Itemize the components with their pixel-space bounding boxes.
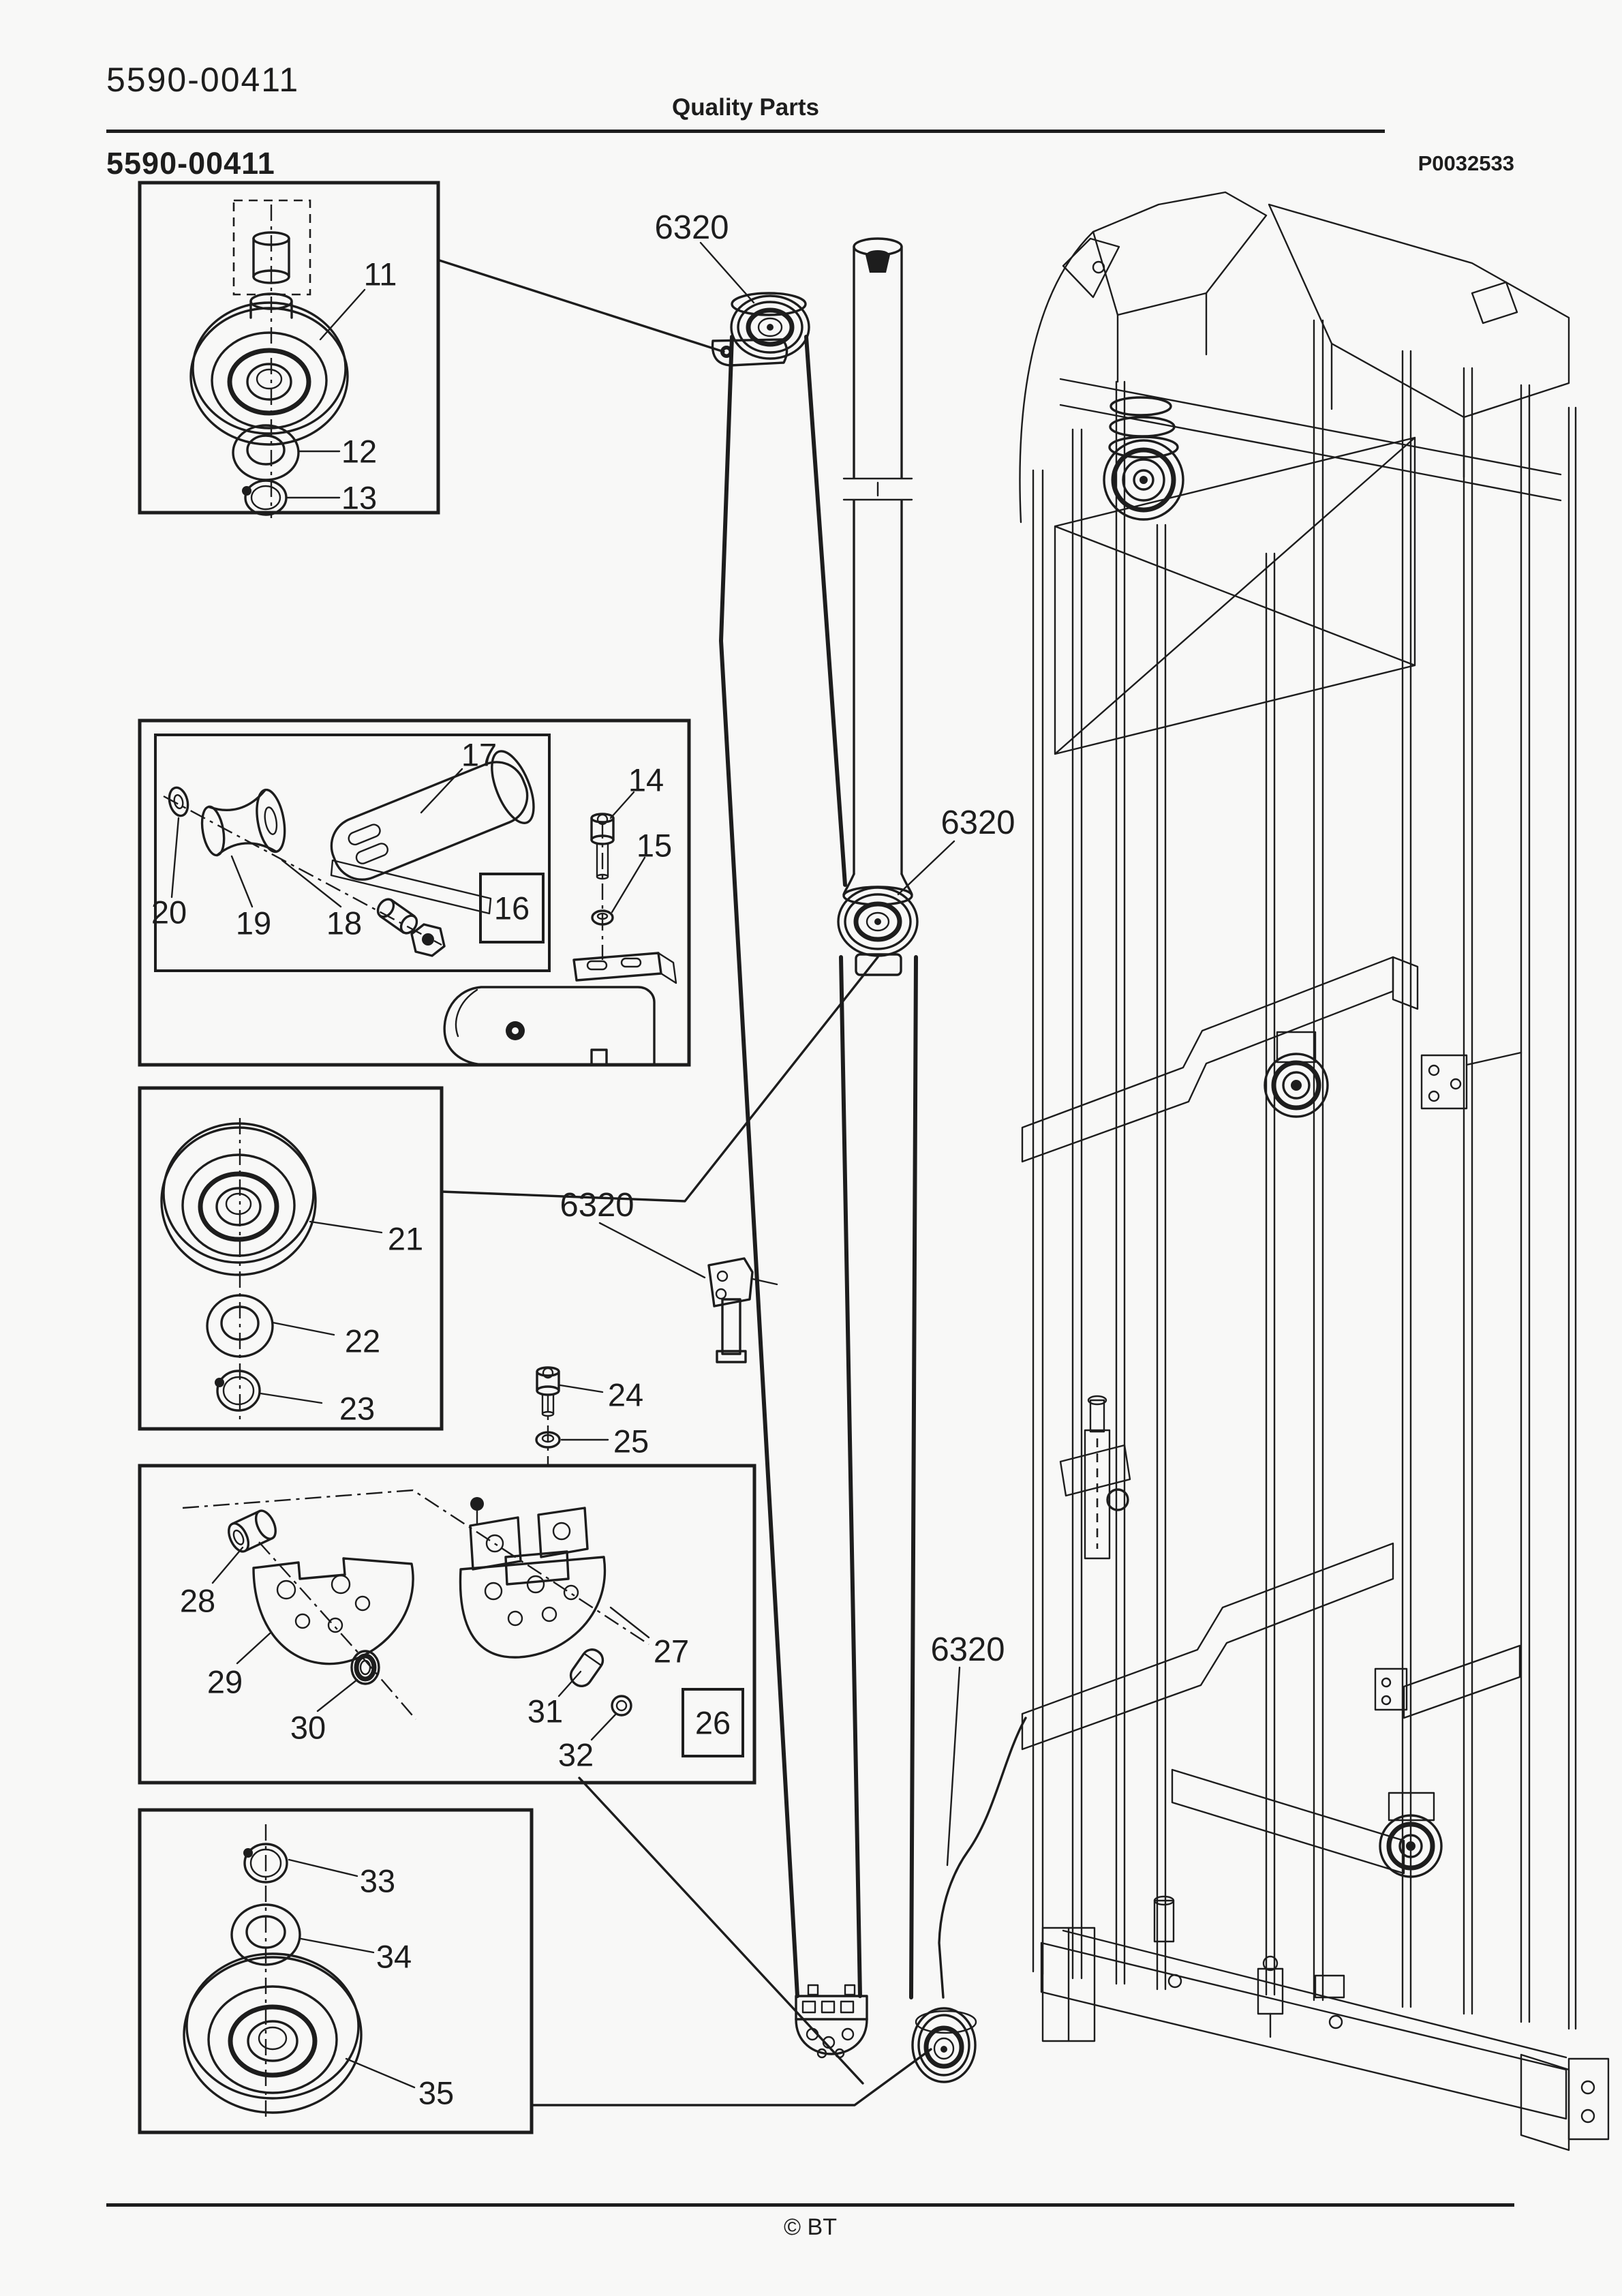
inset-box-chain-guides — [138, 1464, 756, 1785]
part-callout-16: 16 — [494, 890, 530, 926]
snap-ring-23 — [215, 1370, 261, 1412]
snap-ring-33 — [243, 1843, 288, 1884]
mast-assembly — [1019, 191, 1610, 2151]
top-chain-pulley — [711, 292, 810, 367]
footer-rule — [106, 2203, 1514, 2207]
inset-box-bottom-pulley — [138, 1808, 534, 2134]
inset-box-mid-pulley — [138, 1086, 444, 1431]
part-callout-28: 28 — [180, 1583, 215, 1619]
assembly-callout: 6320 — [654, 209, 729, 246]
header-rule — [106, 130, 1385, 133]
lift-chain-left — [718, 335, 799, 1998]
part-callout-30: 30 — [290, 1710, 326, 1746]
snap-ring-13 — [242, 479, 288, 516]
copyright: © BT — [784, 2214, 837, 2240]
ring-32 — [611, 1695, 632, 1717]
bushing-30 — [350, 1650, 380, 1685]
part-callout-11: 11 — [364, 256, 397, 292]
chain-bracket-6320 — [707, 1257, 778, 1363]
assembly-callout: 6320 — [930, 1631, 1005, 1668]
document-number: 5590-00411 — [106, 61, 300, 99]
part-callout-24: 24 — [608, 1377, 643, 1413]
part-callout-20: 20 — [151, 894, 187, 931]
hydraulic-hose — [938, 1717, 1027, 1999]
pin-31 — [569, 1648, 605, 1687]
assembly-callout: 6320 — [560, 1187, 634, 1224]
part-callout-31: 31 — [527, 1693, 563, 1729]
chain-anchor-plate — [795, 1984, 868, 2059]
leader-lines — [170, 241, 961, 2106]
part-callout-15: 15 — [637, 828, 672, 864]
pulley-11 — [189, 301, 349, 446]
assembly-callout: 6320 — [940, 804, 1015, 841]
washer-34 — [230, 1903, 301, 1966]
cylinder-body-line — [909, 955, 918, 1999]
part-callout-35: 35 — [418, 2075, 454, 2111]
part-callout-26: 26 — [695, 1705, 731, 1741]
mount-bracket-upper — [572, 952, 677, 984]
bushing-28 — [228, 1509, 277, 1553]
screw-24 — [536, 1366, 560, 1417]
part-callout-32: 32 — [558, 1737, 594, 1773]
lift-cylinder-and-chain — [707, 237, 1027, 2083]
part-callout-21: 21 — [388, 1221, 423, 1257]
lift-chain-right — [804, 335, 847, 887]
middle-chain-pulley — [837, 886, 919, 976]
part-callout-29: 29 — [207, 1664, 243, 1700]
pin-18 — [376, 898, 446, 957]
group-16-frame — [479, 873, 545, 943]
mount-bracket-lower — [443, 986, 656, 1066]
callout-layer: 11 12 13 17 14 15 20 19 18 16 21 22 23 24 25 28 29 30 27 31… — [151, 209, 1015, 2111]
washer-22 — [206, 1294, 274, 1358]
part-callout-19: 19 — [236, 905, 271, 941]
part-callout-25: 25 — [613, 1423, 649, 1460]
part-callout-18: 18 — [326, 905, 362, 941]
group-26-frame — [682, 1688, 744, 1757]
part-callout-34: 34 — [376, 1939, 412, 1975]
part-callout-17: 17 — [461, 737, 497, 773]
section-number: 5590-00411 — [106, 146, 275, 181]
part-callout-23: 23 — [339, 1391, 375, 1427]
part-callout-27: 27 — [654, 1633, 689, 1670]
inset-box-top-pulley — [138, 181, 440, 518]
part-callout-14: 14 — [628, 762, 664, 798]
part-callout-13: 13 — [341, 480, 377, 516]
inset-box-bracket-group — [138, 719, 691, 1067]
bracket-17 — [330, 750, 535, 915]
bottom-chain-pulley — [911, 2007, 977, 2083]
pulley-21 — [160, 1122, 317, 1276]
part-callout-22: 22 — [345, 1323, 380, 1359]
part-callout-33: 33 — [360, 1863, 395, 1899]
page-title: Quality Parts — [672, 94, 819, 121]
washer-20 — [168, 786, 189, 817]
roller-19 — [200, 788, 286, 857]
figure-code: P0032533 — [1418, 151, 1514, 175]
part-callout-12: 12 — [341, 434, 377, 470]
second-stage-chain — [839, 955, 862, 1998]
chain-guide-29 — [252, 1557, 414, 1665]
pulley-35 — [183, 1952, 363, 2114]
chain-guide-27 — [459, 1497, 607, 1659]
